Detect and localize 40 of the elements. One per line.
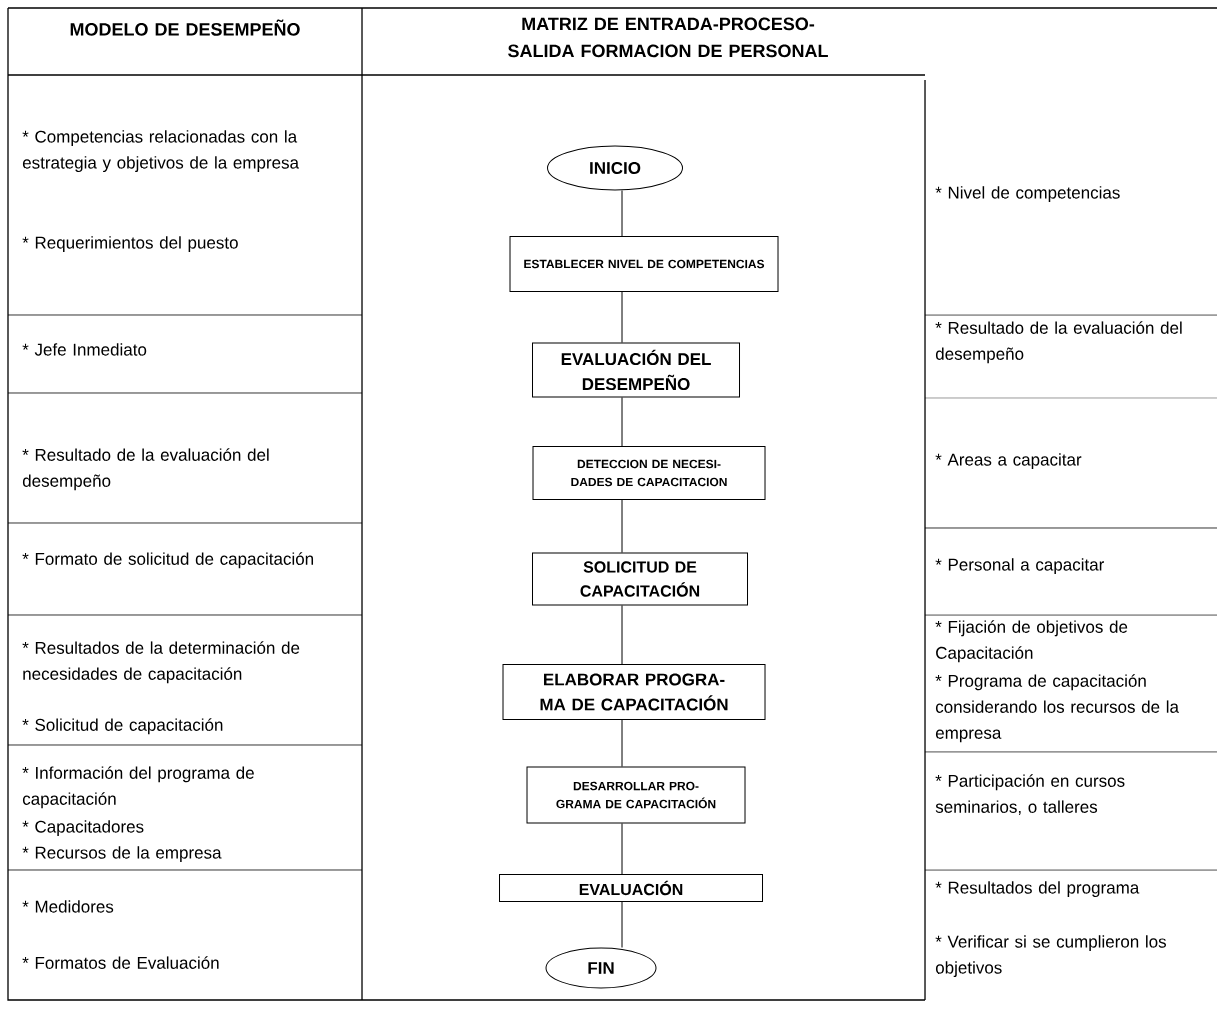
column-heading: MODELO DE DESEMPEÑO (70, 19, 300, 36)
process-box: EVALUACIÓN DEL DESEMPEÑO (532, 342, 740, 398)
terminal-oval: INICIO (547, 145, 683, 191)
bullet-item: * Participación en cursos seminarios, o talleres (935, 774, 1125, 815)
terminal-oval: FIN (545, 947, 657, 989)
process-box: ESTABLECER NIVEL DE COMPETENCIAS (509, 236, 779, 292)
bullet-item: * Personal a capacitar (935, 558, 1105, 575)
bullet-item: * Requerimientos del puesto (22, 236, 238, 253)
bullet-item: * Solicitud de capacitación (22, 718, 223, 735)
bullet-item: * Resultado de la evaluación del desempeño (935, 321, 1182, 364)
process-box: EVALUACIÓN (499, 874, 763, 902)
bullet-item: * Programa de capacitación considerando los recursos de la empresa (935, 674, 1179, 743)
connector-line (621, 499, 623, 553)
bullet-item: * Competencias relacionadas con la estrategia y objetivos de la empresa (22, 130, 299, 173)
bullet-item: * Formatos de Evaluación (22, 956, 219, 969)
process-box: DETECCION DE NECESI- DADES DE CAPACITACION (532, 446, 766, 500)
bullet-item: * Resultado de la evaluación del desempeño (22, 448, 269, 491)
bullet-item: * Medidores (22, 900, 114, 913)
connector-line (621, 291, 623, 343)
process-box: ELABORAR PROGRA- MA DE CAPACITACIÓN (502, 664, 766, 720)
bullet-item: * Nivel de competencias (935, 186, 1120, 203)
connector-line (621, 823, 623, 875)
process-box: SOLICITUD DE CAPACITACIÓN (532, 552, 748, 606)
bullet-item: * Capacitadores (22, 820, 144, 837)
column-heading: MATRIZ DE ENTRADA-PROCESO-SALIDA FORMACION DE PERSONAL (508, 17, 828, 58)
bullet-item: * Resultados de la determinación de necesidades de capacitación (22, 641, 300, 684)
bullet-item: * Verificar si se cumplieron los objetivos (935, 935, 1166, 978)
connector-line (621, 397, 623, 447)
connector-line (621, 901, 623, 948)
bullet-item: * Información del programa de capacitación (22, 766, 254, 809)
bullet-item: * Resultados del programa (935, 881, 1140, 898)
connector-line (621, 719, 623, 767)
bullet-item: * Jefe Inmediato (22, 343, 147, 356)
bullet-item: * Areas a capacitar (935, 453, 1082, 470)
process-box: DESARROLLAR PRO- GRAMA DE CAPACITACIÓN (526, 766, 746, 824)
bullet-item: * Recursos de la empresa (22, 846, 222, 863)
connector-line (621, 190, 623, 237)
bullet-item: * Formato de solicitud de capacitación (22, 552, 313, 569)
bullet-item: * Fijación de objetivos de Capacitación (935, 620, 1128, 663)
connector-line (621, 605, 623, 665)
